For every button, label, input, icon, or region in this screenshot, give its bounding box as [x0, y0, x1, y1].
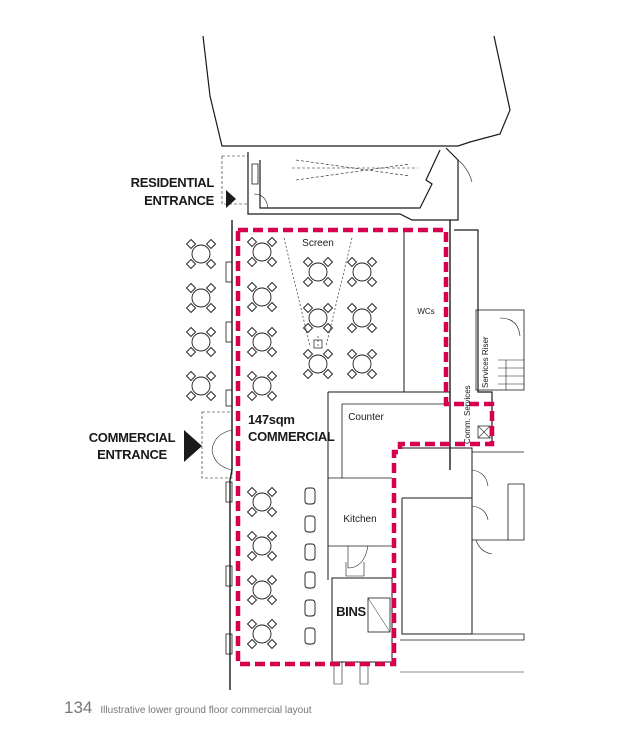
screen-sightlines — [283, 237, 353, 347]
table-with-chairs — [346, 348, 378, 380]
table-with-chairs — [302, 256, 334, 288]
caption-text: Illustrative lower ground floor commerci… — [100, 705, 312, 716]
table-with-chairs — [246, 618, 278, 650]
table-with-chairs — [246, 486, 278, 518]
bench-table — [304, 571, 316, 589]
tables-group — [185, 236, 378, 650]
table-with-chairs — [246, 281, 278, 313]
table-with-chairs — [185, 370, 217, 402]
existing-building-outline — [201, 35, 525, 690]
table-with-chairs — [246, 236, 278, 268]
area-label: 147sqm — [248, 412, 295, 427]
commercial-entrance-arrow — [184, 430, 202, 462]
table-with-chairs — [185, 326, 217, 358]
commercial-entrance-label-line1: COMMERCIAL — [89, 430, 176, 445]
screen-label: Screen — [302, 238, 334, 249]
caption: 134 Illustrative lower ground floor comme… — [64, 698, 312, 718]
table-with-chairs — [302, 348, 334, 380]
bench-table — [304, 599, 316, 617]
floor-plan: RESIDENTIAL ENTRANCE COMMERCIAL ENTRANCE… — [89, 35, 525, 690]
commercial-entrance-label-line2: ENTRANCE — [97, 447, 167, 462]
bench-table — [304, 515, 316, 533]
kitchen-label: Kitchen — [343, 514, 376, 525]
bench-table — [304, 543, 316, 561]
table-with-chairs — [246, 370, 278, 402]
table-with-chairs — [185, 238, 217, 270]
commercial-boundary — [235, 227, 495, 667]
table-with-chairs — [246, 574, 278, 606]
residential-entrance-arrow — [226, 190, 236, 208]
bins-label: BINS — [336, 604, 366, 619]
table-with-chairs — [246, 530, 278, 562]
table-with-chairs — [246, 326, 278, 358]
page-number: 134 — [64, 698, 93, 717]
table-with-chairs — [346, 256, 378, 288]
residential-entrance-label-line1: RESIDENTIAL — [131, 175, 215, 190]
services-riser-label: Services Riser — [481, 336, 490, 388]
bench-table — [304, 627, 316, 645]
residential-entrance-label-line2: ENTRANCE — [144, 193, 214, 208]
bench-table — [304, 487, 316, 505]
table-with-chairs — [346, 302, 378, 334]
table-with-chairs — [302, 302, 334, 334]
counter-label: Counter — [348, 412, 384, 423]
comm-services-label: Comm. Services — [463, 385, 472, 444]
projector — [313, 339, 323, 349]
wcs-label: WCs — [417, 307, 434, 316]
table-with-chairs — [185, 282, 217, 314]
area-use-label: COMMERCIAL — [248, 429, 335, 444]
